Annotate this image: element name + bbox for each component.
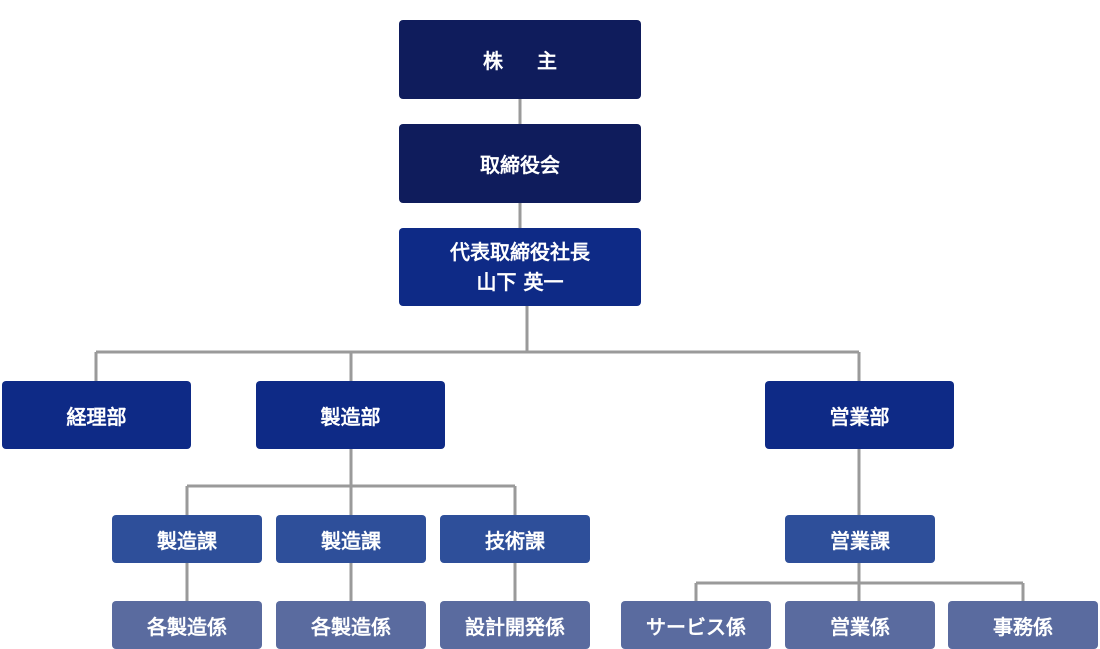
node-admin-unit-label: 事務係 bbox=[993, 614, 1053, 639]
node-manufacturing-section-2: 製造課 bbox=[276, 515, 426, 563]
node-manufacturing-section-1-label: 製造課 bbox=[157, 528, 217, 553]
node-shareholders-label: 株主 bbox=[483, 49, 591, 73]
node-sales-dept-label: 営業部 bbox=[829, 404, 890, 429]
node-accounting-dept-label: 経理部 bbox=[66, 404, 127, 429]
node-service-unit: サービス係 bbox=[621, 601, 771, 649]
node-president: 代表取締役社長 山下 英一 bbox=[399, 228, 641, 306]
node-shareholders: 株主 bbox=[399, 20, 641, 99]
node-manufacturing-dept-label: 製造部 bbox=[320, 404, 381, 429]
node-design-development-unit: 設計開発係 bbox=[440, 601, 590, 649]
node-admin-unit: 事務係 bbox=[948, 601, 1098, 649]
node-manufacturing-section-1: 製造課 bbox=[112, 515, 262, 563]
node-manufacturing-section-2-label: 製造課 bbox=[321, 528, 381, 553]
node-president-name: 山下 英一 bbox=[476, 270, 564, 294]
node-board-of-directors: 取締役会 bbox=[399, 124, 641, 203]
node-technology-section-label: 技術課 bbox=[485, 528, 545, 553]
node-manufacturing-unit-1: 各製造係 bbox=[112, 601, 262, 649]
node-manufacturing-unit-2-label: 各製造係 bbox=[311, 614, 391, 639]
node-accounting-dept: 経理部 bbox=[2, 381, 191, 449]
node-manufacturing-unit-1-label: 各製造係 bbox=[147, 614, 227, 639]
node-sales-unit-label: 営業係 bbox=[830, 614, 890, 639]
node-sales-section-label: 営業課 bbox=[830, 528, 890, 553]
node-manufacturing-dept: 製造部 bbox=[256, 381, 445, 449]
node-design-development-unit-label: 設計開発係 bbox=[465, 614, 565, 639]
node-sales-dept: 営業部 bbox=[765, 381, 954, 449]
node-sales-unit: 営業係 bbox=[785, 601, 935, 649]
node-sales-section: 営業課 bbox=[785, 515, 935, 563]
node-board-of-directors-label: 取締役会 bbox=[480, 153, 560, 177]
node-service-unit-label: サービス係 bbox=[646, 614, 746, 639]
node-manufacturing-unit-2: 各製造係 bbox=[276, 601, 426, 649]
node-president-title: 代表取締役社長 bbox=[450, 240, 590, 264]
node-technology-section: 技術課 bbox=[440, 515, 590, 563]
